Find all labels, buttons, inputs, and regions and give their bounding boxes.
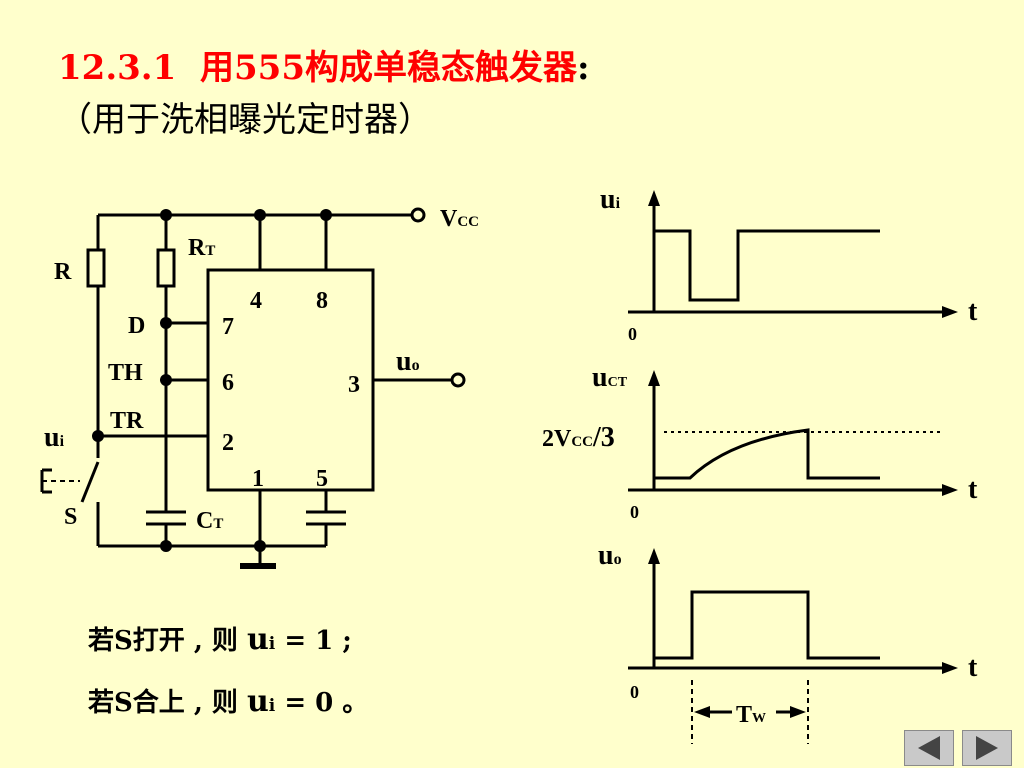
- waveform-ui: [628, 196, 944, 314]
- right-arrow-icon: [976, 736, 998, 760]
- r-label: R: [54, 259, 72, 285]
- d-label: D: [128, 313, 145, 339]
- tr-label: TR: [110, 408, 144, 434]
- pin-1: 1: [252, 466, 264, 492]
- ui-label: ui: [44, 422, 65, 453]
- pin-7: 7: [222, 314, 234, 340]
- pin-6: 6: [222, 370, 234, 396]
- ct-label: CT: [196, 508, 223, 534]
- pin-4: 4: [250, 288, 262, 314]
- uct-axis-label: uCT: [592, 362, 628, 393]
- tw-right-arrow: [790, 706, 806, 718]
- section-number: 12.3.1: [58, 48, 177, 88]
- uct-t-arrow: [942, 484, 958, 496]
- tw-left-arrow: [694, 706, 710, 718]
- uct-y-arrow: [648, 370, 660, 386]
- s-label: S: [64, 504, 77, 530]
- left-arrow-icon: [918, 736, 940, 760]
- output-terminal: [450, 372, 466, 388]
- uo-t-label: t: [968, 652, 978, 683]
- slide-title: 12.3.1 用555构成单稳态触发器:: [58, 40, 590, 89]
- th-label: TH: [108, 360, 143, 386]
- uo-t-arrow: [942, 662, 958, 674]
- resistor-r: [86, 248, 106, 288]
- next-slide-button[interactable]: [962, 730, 1012, 766]
- ui-y-arrow: [648, 190, 660, 206]
- rt-label: RT: [188, 235, 215, 261]
- note-switch-closed: 若S合上 , 则 ui = 0 。: [88, 684, 369, 719]
- vcc-label: VCC: [440, 206, 479, 232]
- pin-2: 2: [222, 430, 234, 456]
- uo-zero: 0: [630, 682, 639, 702]
- tw-label: TW: [736, 702, 766, 728]
- uo-label: uo: [396, 346, 420, 377]
- title-colon: :: [576, 48, 590, 88]
- switch-s: [80, 461, 100, 503]
- pin-3: 3: [348, 372, 360, 398]
- uo-axis-label: uo: [598, 540, 622, 571]
- pin-5: 5: [316, 466, 328, 492]
- ui-zero: 0: [628, 324, 637, 344]
- ui-axis-label: ui: [600, 184, 621, 215]
- title-text: 用555构成单稳态触发器: [200, 48, 577, 88]
- previous-slide-button[interactable]: [904, 730, 954, 766]
- uct-t-label: t: [968, 474, 978, 505]
- threshold-label: 2VCC/3: [542, 422, 615, 453]
- ui-t-arrow: [942, 306, 958, 318]
- note-switch-open: 若S打开 , 则 ui = 1 ;: [88, 622, 352, 657]
- junction-dots: [92, 209, 332, 552]
- slide-subtitle: （用于洗相曝光定时器）: [58, 100, 432, 140]
- uo-y-arrow: [648, 548, 660, 564]
- circuit-schematic: [40, 207, 466, 569]
- ui-t-label: t: [968, 296, 978, 327]
- waveform-uo: [628, 556, 944, 744]
- waveform-uct: [628, 378, 944, 492]
- vcc-terminal: [410, 207, 426, 223]
- uct-zero: 0: [630, 502, 639, 522]
- pin-8: 8: [316, 288, 328, 314]
- resistor-rt: [156, 248, 176, 288]
